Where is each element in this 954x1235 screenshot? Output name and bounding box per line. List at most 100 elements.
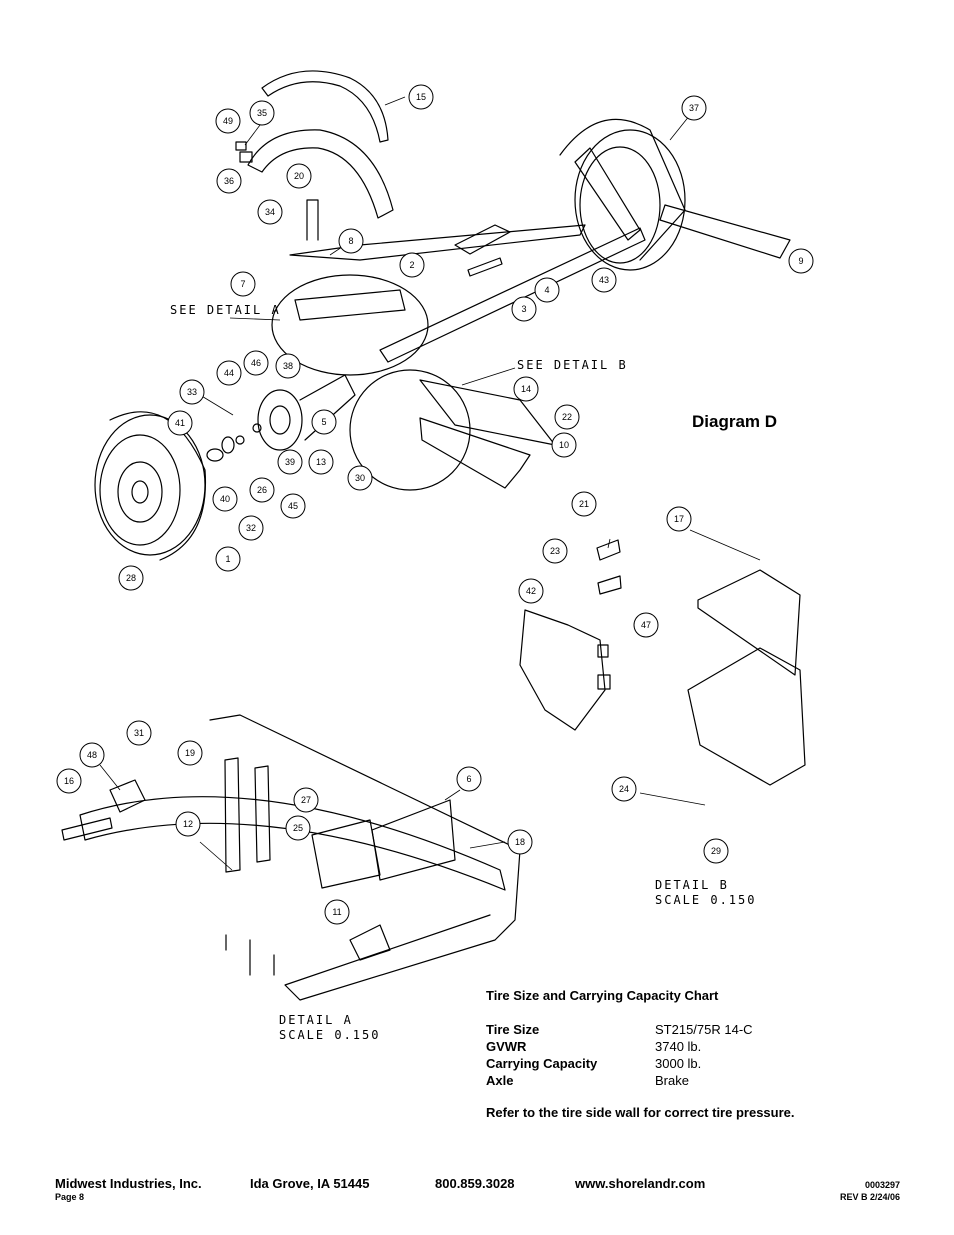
tire-pressure-note: Refer to the tire side wall for correct … bbox=[486, 1105, 795, 1120]
detail-a-circle bbox=[271, 274, 429, 376]
callout-14: 14 bbox=[513, 376, 539, 402]
chart-row-value: ST215/75R 14-C bbox=[655, 1022, 753, 1037]
chart-row: Axle Brake bbox=[486, 1072, 906, 1089]
detail-b-scale: SCALE 0.150 bbox=[655, 893, 756, 907]
callout-label: 24 bbox=[619, 784, 629, 794]
callout-10: 10 bbox=[551, 432, 577, 458]
callout-44: 44 bbox=[216, 360, 242, 386]
callout-38: 38 bbox=[275, 353, 301, 379]
callout-label: 34 bbox=[265, 207, 275, 217]
callout-13: 13 bbox=[308, 449, 334, 475]
callout-21: 21 bbox=[571, 491, 597, 517]
callout-34: 34 bbox=[257, 199, 283, 225]
callout-47: 47 bbox=[633, 612, 659, 638]
callout-28: 28 bbox=[118, 565, 144, 591]
callout-label: 17 bbox=[674, 514, 684, 524]
callout-4: 4 bbox=[534, 277, 560, 303]
callout-label: 10 bbox=[559, 440, 569, 450]
chart-row-label: GVWR bbox=[486, 1039, 527, 1054]
callout-label: 49 bbox=[223, 116, 233, 126]
callout-label: 6 bbox=[466, 774, 471, 784]
callout-23: 23 bbox=[542, 538, 568, 564]
callout-29: 29 bbox=[703, 838, 729, 864]
callout-39: 39 bbox=[277, 449, 303, 475]
callout-label: 12 bbox=[183, 819, 193, 829]
callout-18: 18 bbox=[507, 829, 533, 855]
callout-45: 45 bbox=[280, 493, 306, 519]
callout-label: 36 bbox=[224, 176, 234, 186]
callout-41: 41 bbox=[167, 410, 193, 436]
callout-24: 24 bbox=[611, 776, 637, 802]
see-detail-b-label: SEE DETAIL B bbox=[517, 358, 628, 372]
callout-5: 5 bbox=[311, 409, 337, 435]
brake-hub bbox=[257, 389, 303, 451]
footer-phone: 800.859.3028 bbox=[435, 1176, 515, 1191]
callout-label: 3 bbox=[521, 304, 526, 314]
footer-page-number: Page 8 bbox=[55, 1192, 85, 1202]
detail-a-title: DETAIL A bbox=[279, 1013, 353, 1027]
callout-label: 2 bbox=[409, 260, 414, 270]
callout-label: 45 bbox=[288, 501, 298, 511]
callout-42: 42 bbox=[518, 578, 544, 604]
callout-label: 25 bbox=[293, 823, 303, 833]
callout-label: 48 bbox=[87, 750, 97, 760]
callout-17: 17 bbox=[666, 506, 692, 532]
chart-row-value: Brake bbox=[655, 1073, 689, 1088]
callout-49: 49 bbox=[215, 108, 241, 134]
callout-31: 31 bbox=[126, 720, 152, 746]
callout-36: 36 bbox=[216, 168, 242, 194]
chart-row: Carrying Capacity 3000 lb. bbox=[486, 1055, 906, 1072]
callout-32: 32 bbox=[238, 515, 264, 541]
callout-label: 37 bbox=[689, 103, 699, 113]
leaf-spring bbox=[79, 796, 506, 891]
callout-19: 19 bbox=[177, 740, 203, 766]
callout-label: 16 bbox=[64, 776, 74, 786]
callout-label: 42 bbox=[526, 586, 536, 596]
tire bbox=[574, 129, 686, 271]
callout-33: 33 bbox=[179, 379, 205, 405]
callout-label: 44 bbox=[224, 368, 234, 378]
callout-40: 40 bbox=[212, 486, 238, 512]
chart-row-value: 3740 lb. bbox=[655, 1039, 702, 1054]
tire-capacity-chart: Tire Size and Carrying Capacity Chart Ti… bbox=[486, 988, 906, 1120]
callout-label: 13 bbox=[316, 457, 326, 467]
callout-8: 8 bbox=[338, 228, 364, 254]
callout-46: 46 bbox=[243, 350, 269, 376]
callout-label: 20 bbox=[294, 171, 304, 181]
callout-label: 38 bbox=[283, 361, 293, 371]
callout-37: 37 bbox=[681, 95, 707, 121]
callout-6: 6 bbox=[456, 766, 482, 792]
footer-website[interactable]: www.shorelandr.com bbox=[575, 1176, 706, 1191]
callout-label: 26 bbox=[257, 485, 267, 495]
callout-label: 18 bbox=[515, 837, 525, 847]
callout-30: 30 bbox=[347, 465, 373, 491]
callout-label: 39 bbox=[285, 457, 295, 467]
callout-2: 2 bbox=[399, 252, 425, 278]
footer-location: Ida Grove, IA 51445 bbox=[250, 1176, 370, 1191]
footer-doc-number: 0003297 bbox=[864, 1180, 900, 1190]
see-detail-a-label: SEE DETAIL A bbox=[170, 303, 281, 317]
callout-label: 43 bbox=[599, 275, 609, 285]
callout-12: 12 bbox=[175, 811, 201, 837]
callout-label: 11 bbox=[332, 907, 341, 917]
callout-label: 9 bbox=[798, 256, 803, 266]
callout-48: 48 bbox=[79, 742, 105, 768]
footer-revision: REV B 2/24/06 bbox=[839, 1192, 900, 1202]
callout-label: 40 bbox=[220, 494, 230, 504]
callout-20: 20 bbox=[286, 163, 312, 189]
detail-b-circle bbox=[349, 369, 471, 491]
callout-label: 5 bbox=[321, 417, 326, 427]
callout-label: 19 bbox=[185, 748, 195, 758]
callout-label: 7 bbox=[240, 279, 245, 289]
detail-a-scale: SCALE 0.150 bbox=[279, 1028, 380, 1042]
callout-11: 11 bbox=[324, 899, 350, 925]
diagram-title: Diagram D bbox=[692, 412, 778, 431]
callout-3: 3 bbox=[511, 296, 537, 322]
callout-label: 30 bbox=[355, 473, 365, 483]
fender-part bbox=[261, 70, 389, 143]
callout-16: 16 bbox=[56, 768, 82, 794]
callout-label: 8 bbox=[348, 236, 353, 246]
callout-label: 14 bbox=[521, 384, 531, 394]
callout-15: 15 bbox=[408, 84, 434, 110]
callout-label: 15 bbox=[416, 92, 426, 102]
